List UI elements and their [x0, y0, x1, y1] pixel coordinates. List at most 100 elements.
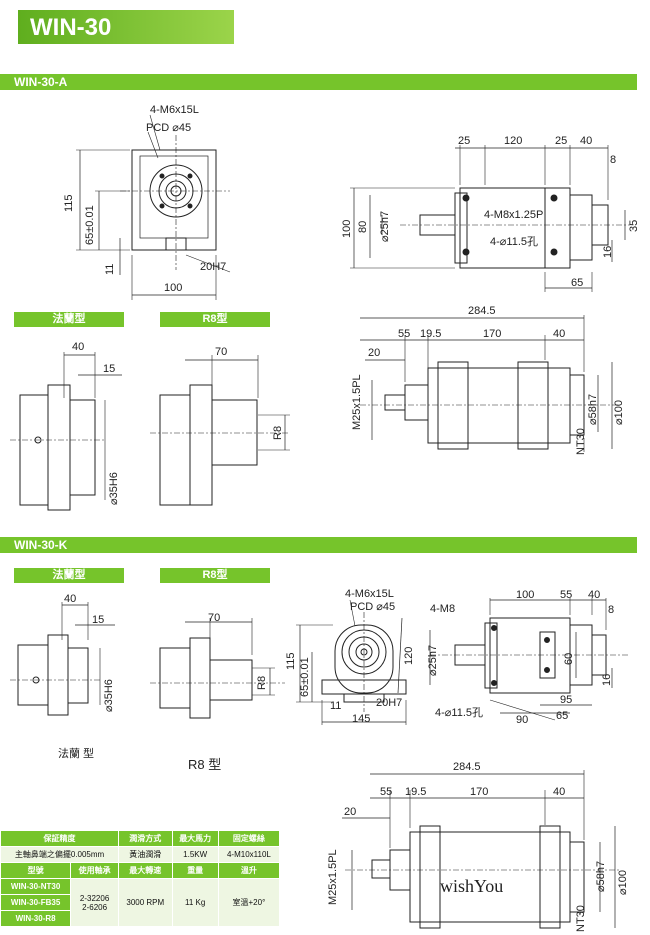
dim-a-long-4: 40: [553, 328, 565, 340]
spec-header-model: 型號: [0, 862, 72, 879]
dim-k-front-4: 11: [330, 700, 341, 712]
section-title-k: WIN-30-K: [14, 538, 68, 552]
dim-k-side-1: 100: [516, 589, 534, 601]
spec-header-power: 最大馬力: [171, 830, 219, 847]
spec-power-value: 1.5KW: [171, 846, 219, 863]
dim-a-long-0: 284.5: [468, 305, 496, 317]
dim-a-front-6: 100: [164, 282, 182, 294]
dim-a-side-9: 4-⌀11.5孔: [490, 235, 538, 248]
dim-a-front-1: PCD ⌀45: [146, 122, 191, 134]
dim-k-long-2: 19.5: [405, 786, 426, 798]
dim-a-flange-0: 40: [72, 341, 84, 353]
dim-k-side-3: 40: [588, 589, 600, 601]
spec-header-row-1: 保証精度 潤滑方式 最大馬力 固定螺絲: [0, 830, 281, 847]
dim-a-long-3: 170: [483, 328, 501, 340]
dim-k-side-6: ⌀25h7: [427, 645, 439, 676]
dim-a-side-7: ⌀25h7: [379, 211, 391, 242]
dim-a-long-5: 20: [368, 347, 380, 359]
dim-a-long-2: 19.5: [420, 328, 441, 340]
dim-a-side-4: 8: [610, 154, 616, 166]
dim-a-front-3: 65±0.01: [84, 205, 96, 245]
subhead-k-flange: 法蘭型: [14, 568, 124, 583]
spec-table: 保証精度 潤滑方式 最大馬力 固定螺絲 主軸鼻端之偏擺0.005mm 黃油潤滑 …: [0, 830, 281, 927]
spec-bearing-line-0: 2-32206: [79, 893, 110, 903]
spec-lube-value: 黃油潤滑: [118, 846, 173, 863]
dim-a-r8-1: R8: [272, 426, 284, 440]
dim-k-front-6: 145: [352, 713, 370, 725]
spec-weight-value: 11 Kg: [171, 878, 219, 927]
k-r8-view: [150, 618, 285, 719]
dim-a-r8-0: 70: [215, 346, 227, 358]
dim-k-front-5: 20H7: [376, 697, 402, 709]
k-front-view: [296, 599, 407, 725]
spec-screw-value: 4-M10x110L: [217, 846, 281, 863]
dim-a-side-8: 4-M8x1.25P: [484, 209, 543, 221]
dim-k-long-7: ⌀58h7: [595, 861, 607, 892]
dim-k-side-4: 8: [608, 604, 614, 616]
spec-model-row: WIN-30-NT30 2-32206 2-6206 3000 RPM 11 K…: [0, 878, 281, 927]
dim-k-long-6: M25x1.5PL: [327, 849, 339, 905]
dim-k-front-1: PCD ⌀45: [350, 601, 395, 613]
dim-a-side-1: 120: [504, 135, 522, 147]
dim-k-front-0: 4-M6x15L: [345, 588, 394, 600]
spec-header-row-2: 型號 使用軸承 最大轉速 重量 溫升: [0, 862, 281, 879]
dim-a-side-0: 25: [458, 135, 470, 147]
spec-model-row: WIN-30-R8: [0, 910, 280, 927]
dim-k-long-0: 284.5: [453, 761, 481, 773]
subhead-a-r8: R8型: [160, 312, 270, 327]
brand-logo: wishYou: [440, 876, 503, 896]
dim-a-long-6: M25x1.5PL: [351, 374, 363, 430]
k-long-view: [342, 770, 620, 929]
spec-header-accuracy: 保証精度: [0, 830, 120, 847]
dim-a-flange-2: ⌀35H6: [108, 472, 120, 505]
section-title-a: WIN-30-A: [14, 75, 68, 89]
dim-k-long-8: ⌀100: [617, 870, 629, 895]
dim-k-long-5: 20: [344, 806, 356, 818]
a-front-view: [76, 114, 231, 300]
dim-k-long-9: NT30: [575, 905, 587, 932]
dim-k-side-5: 120: [403, 647, 415, 665]
dim-a-long-9: NT30: [575, 428, 587, 455]
caption-flange: 法蘭 型: [58, 748, 95, 760]
a-flange-view: [10, 352, 122, 511]
dim-k-side-12: 65: [556, 710, 568, 722]
caption-r8: R8 型: [188, 757, 222, 772]
dim-a-side-6: 100: [341, 220, 353, 238]
dim-k-long-4: 40: [553, 786, 565, 798]
spec-bearing-value: 2-32206 2-6206: [70, 878, 120, 927]
section-bar-a: WIN-30-A: [0, 74, 637, 90]
spec-accuracy-value: 主軸鼻端之偏擺0.005mm: [0, 846, 120, 863]
dim-k-r8-0: 70: [208, 612, 220, 624]
dim-k-long-3: 170: [470, 786, 488, 798]
dim-k-side-10: 4-⌀11.5孔: [435, 706, 483, 719]
title-banner: [18, 10, 234, 44]
dim-a-long-7: ⌀58h7: [587, 394, 599, 425]
k-side-view: [397, 598, 630, 721]
dim-a-side-5: 80: [357, 221, 369, 233]
dim-k-r8-1: R8: [256, 676, 268, 690]
spec-model-0: WIN-30-NT30: [0, 878, 72, 895]
dim-k-front-3: 65±0.01: [299, 657, 311, 697]
dim-a-front-5: 20H7: [200, 261, 226, 273]
dim-k-flange-0: 40: [64, 593, 76, 605]
spec-temp-value: 室溫+20°: [217, 878, 281, 927]
dim-a-side-11: 16: [602, 246, 614, 258]
spec-header-weight: 重量: [171, 862, 219, 879]
spec-header-bearing: 使用軸承: [70, 862, 120, 879]
spec-speed-value: 3000 RPM: [118, 878, 173, 927]
dim-k-side-2: 55: [560, 589, 572, 601]
spec-value-row-1: 主軸鼻端之偏擺0.005mm 黃油潤滑 1.5KW 4-M10x110L: [0, 846, 281, 863]
a-r8-view: [150, 355, 290, 506]
spec-model-1: WIN-30-FB35: [0, 894, 72, 911]
dim-k-flange-1: 15: [92, 614, 104, 626]
k-flange-view: [10, 602, 115, 716]
dim-a-side-10: 35: [628, 220, 640, 232]
dim-k-side-8: 16: [601, 674, 613, 686]
dim-a-front-4: 11: [104, 264, 116, 275]
dim-k-front-2: 115: [285, 652, 297, 670]
dim-a-front-0: 4-M6x15L: [150, 104, 199, 116]
spec-model-2: WIN-30-R8: [0, 910, 72, 927]
spec-header-speed: 最大轉速: [118, 862, 173, 879]
a-side-view: [350, 145, 630, 292]
